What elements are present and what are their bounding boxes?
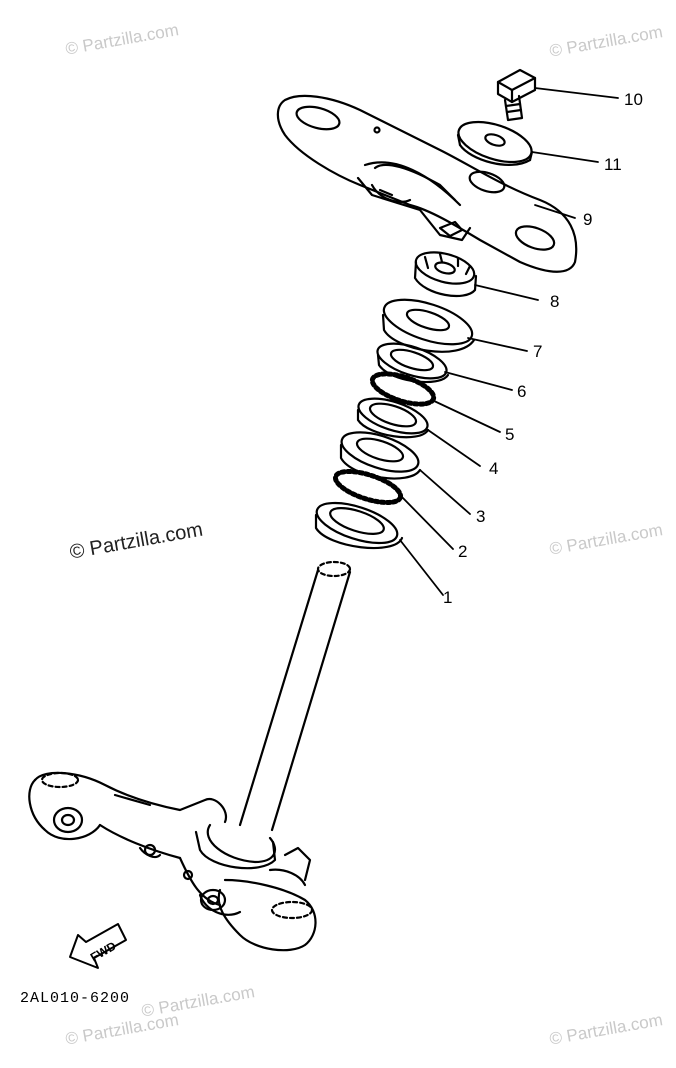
part-washer (456, 120, 534, 166)
leader-line (444, 371, 513, 391)
part-bolt (496, 68, 537, 122)
leader-line (419, 469, 471, 515)
callout-3: 3 (476, 507, 486, 526)
callout-4: 4 (489, 459, 499, 478)
part-ball-bearings-lower (332, 468, 404, 506)
fwd-label: FWD (88, 939, 119, 965)
callout-7: 7 (533, 342, 543, 361)
part-upper-bracket (276, 94, 578, 273)
callout-2: 2 (458, 542, 468, 561)
leader-line (534, 87, 619, 99)
leader-line (474, 284, 539, 301)
leader-line (531, 151, 599, 163)
callout-9: 9 (583, 210, 593, 229)
diagram-code: 2AL010-6200 (20, 990, 131, 1007)
part-cone-race-upper (356, 397, 430, 439)
leader-lines (399, 87, 619, 596)
leader-line (467, 337, 528, 352)
part-under-bracket (28, 771, 317, 952)
fwd-arrow-icon (69, 923, 127, 969)
leader-line (399, 494, 454, 550)
leader-line (427, 429, 481, 467)
leader-line (399, 539, 444, 596)
part-steering-stem (194, 560, 352, 870)
leader-line (534, 204, 576, 219)
callout-8: 8 (550, 292, 560, 311)
part-ball-bearings-upper (369, 371, 437, 407)
callout-6: 6 (517, 382, 527, 401)
callout-11: 11 (604, 155, 622, 174)
callout-5: 5 (505, 425, 515, 444)
callout-10: 10 (624, 90, 643, 109)
part-lower-cone (314, 501, 404, 550)
leader-line (431, 399, 501, 433)
callout-1: 1 (443, 588, 453, 607)
part-castle-nut (413, 251, 478, 298)
